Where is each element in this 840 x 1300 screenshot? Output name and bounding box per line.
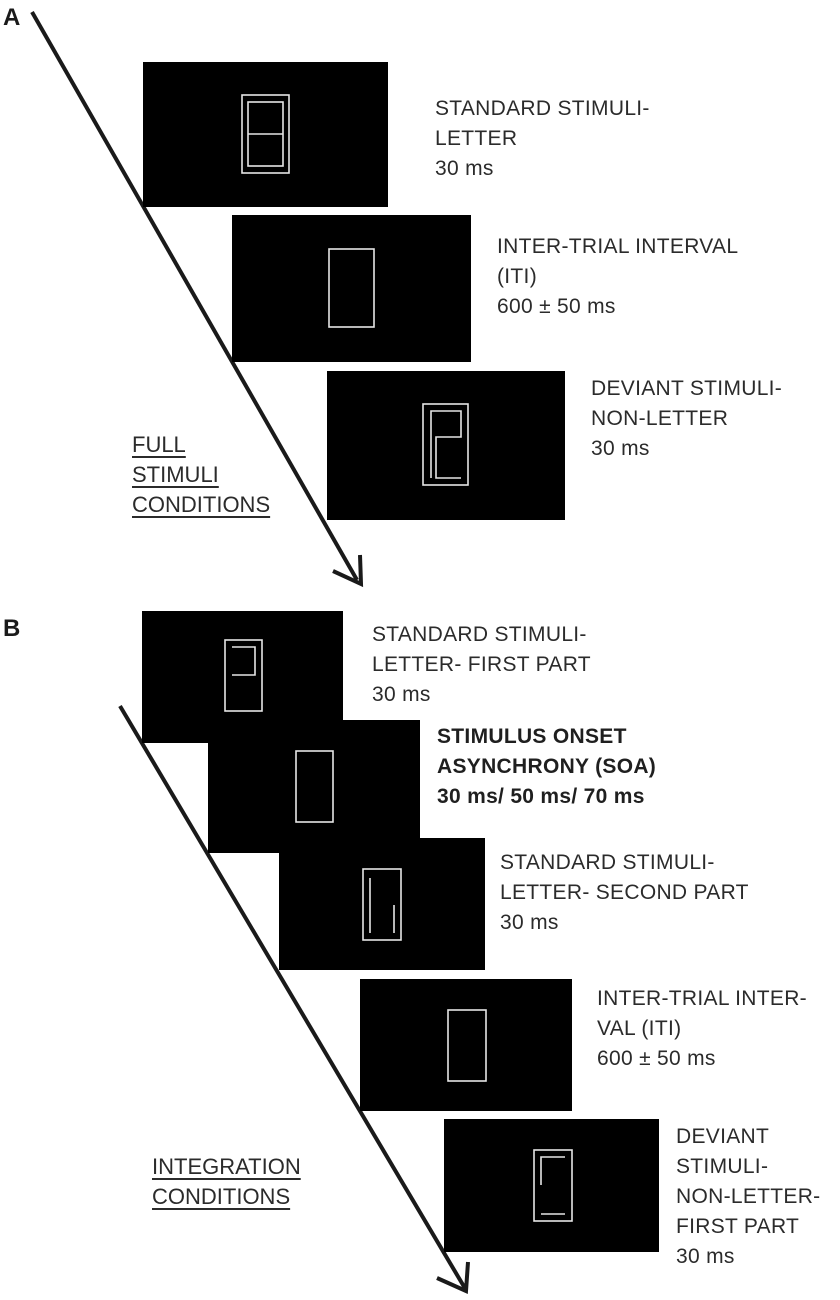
empty-frame-icon (447, 1009, 487, 1082)
screen-inter-trial-interval-b (360, 979, 572, 1111)
label-inter-trial-interval-b: INTER-TRIAL INTER- VAL (ITI) 600 ± 50 ms (597, 987, 807, 1070)
screen-standard-second-part (279, 838, 485, 970)
full-stimuli-conditions-label: FULL STIMULI CONDITIONS (132, 432, 271, 517)
label-inter-trial-interval: INTER-TRIAL INTERVAL (ITI) 600 ± 50 ms (497, 235, 739, 318)
stimulus-deviant-first-part-icon (533, 1149, 573, 1222)
screen-soa (208, 720, 420, 853)
arrowhead-b (436, 1261, 470, 1294)
stimulus-non-letter-icon (422, 403, 469, 486)
label-standard-first-part: STANDARD STIMULI- LETTER- FIRST PART 30 … (372, 623, 591, 706)
arrowhead-a (332, 554, 364, 588)
label-deviant-first-part: DEVIANT STIMULI- NON-LETTER- FIRST PART … (676, 1125, 821, 1268)
screen-standard-letter (143, 62, 388, 207)
label-deviant-stimuli: DEVIANT STIMULI- NON-LETTER 30 ms (591, 377, 783, 460)
empty-frame-icon (295, 750, 334, 823)
panel-label-b: B (3, 615, 21, 642)
empty-frame-icon (328, 248, 375, 328)
screen-deviant-first-part (444, 1119, 659, 1252)
label-standard-second-part: STANDARD STIMULI- LETTER- SECOND PART 30… (500, 851, 749, 934)
timeline-arrow-b (118, 704, 468, 1292)
screen-inter-trial-interval (232, 215, 471, 362)
stimulus-second-part-icon (362, 868, 402, 941)
stimulus-letter-a-icon (241, 94, 290, 174)
timeline-arrow-a (30, 11, 359, 581)
label-standard-stimuli: STANDARD STIMULI- LETTER 30 ms (435, 97, 650, 180)
panel-label-a: A (3, 4, 21, 31)
integration-conditions-label: INTEGRATION CONDITIONS (152, 1154, 301, 1209)
stimulus-first-part-icon (224, 639, 263, 712)
label-stimulus-onset-asynchrony: STIMULUS ONSET ASYNCHRONY (SOA) 30 ms/ 5… (437, 725, 657, 808)
screen-deviant-non-letter (327, 371, 565, 520)
